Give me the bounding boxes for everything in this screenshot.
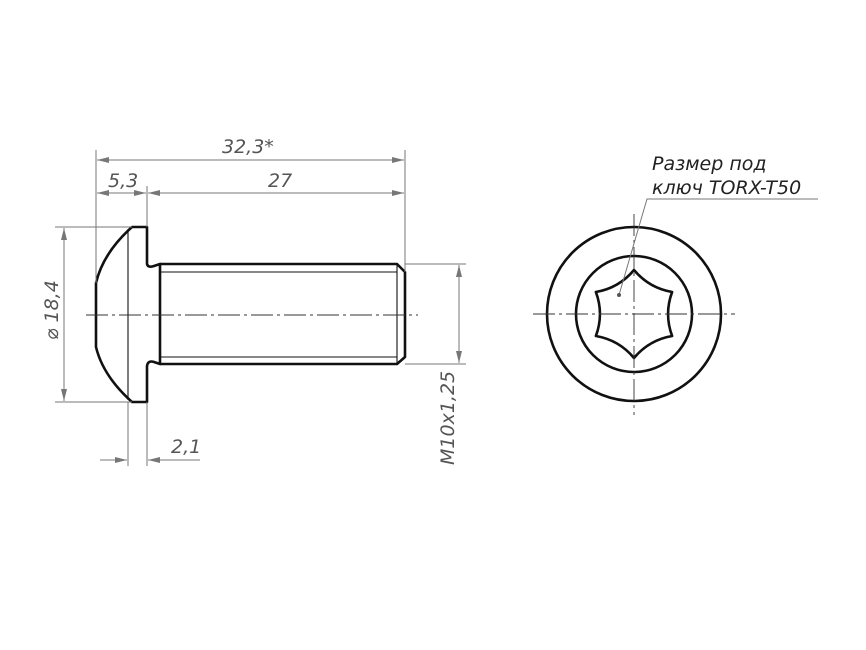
end-view [533, 214, 735, 415]
diameter-symbol: ⌀ [41, 323, 63, 340]
dim-text-thread: M10x1,25 [437, 371, 459, 465]
dim-text-edge: 2,1 [171, 436, 201, 458]
dim-text-diameter: ⌀ 18,4 [41, 280, 63, 340]
side-view [86, 225, 418, 404]
dim-text-shank: 27 [268, 170, 292, 192]
dimensions: 32,3* 5,3 27 ⌀ 18,4 M10x1,25 2,1 [41, 136, 466, 466]
leader-line [618, 198, 818, 296]
torx-note: Размер под ключ TORX-T50 [617, 153, 818, 297]
leader-dot [617, 293, 621, 297]
note-line-1: Размер под [652, 153, 767, 175]
dim-text-head: 5,3 [108, 170, 138, 192]
bolt-head-outline [94, 225, 162, 404]
note-line-2: ключ TORX-T50 [652, 177, 801, 199]
dim-text-overall: 32,3* [222, 136, 274, 158]
bolt-shank-outline [160, 262, 407, 366]
